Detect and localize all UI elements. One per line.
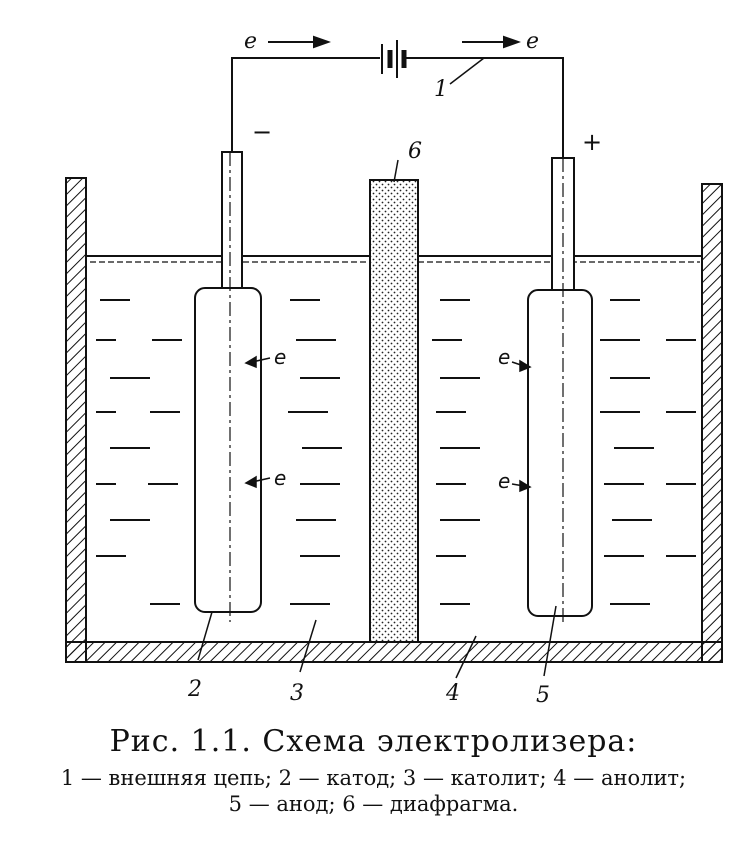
electron-arrow-left-icon	[244, 355, 271, 369]
label-diaphragm: 6	[408, 139, 422, 164]
electrolyzer-diagram: e e 1 − +	[65, 29, 723, 708]
leader-lines	[197, 159, 557, 679]
label-catholyte: 3	[290, 681, 304, 706]
label-external-circuit: 1	[434, 77, 448, 102]
figure-caption: Рис. 1.1. Схема электролизера: 1 — внешн…	[0, 712, 747, 817]
electron-flow-left-label: e	[244, 29, 257, 54]
anode-electron-label-2: e	[498, 469, 510, 493]
electron-arrow-right-icon	[511, 359, 532, 373]
cathode	[194, 151, 262, 622]
electron-arrow-right-icon	[511, 479, 532, 493]
label-cathode: 2	[187, 677, 202, 702]
label-anolyte: 4	[445, 681, 460, 706]
minus-sign: −	[252, 118, 272, 146]
caption-legend: 1 — внешняя цепь; 2 — катод; 3 — католит…	[60, 766, 687, 816]
battery-icon	[381, 40, 407, 78]
external-circuit	[231, 57, 564, 160]
cathode-electron-label-1: e	[274, 345, 286, 369]
cathode-electron-label-2: e	[274, 466, 286, 490]
electron-flow-right-label: e	[526, 29, 539, 54]
vessel	[65, 177, 723, 663]
caption-title: Рис. 1.1. Схема электролизера:	[109, 724, 638, 759]
anode	[527, 157, 593, 626]
electron-arrow-left-icon	[244, 475, 271, 489]
label-anode: 5	[536, 683, 550, 708]
liquid-dashes	[96, 299, 696, 605]
arrow-right-icon	[462, 35, 521, 49]
anode-electron-label-1: e	[498, 345, 510, 369]
diaphragm	[369, 179, 419, 643]
plus-sign: +	[582, 128, 602, 156]
leader-line-1	[449, 57, 485, 85]
arrow-right-icon	[268, 35, 331, 49]
